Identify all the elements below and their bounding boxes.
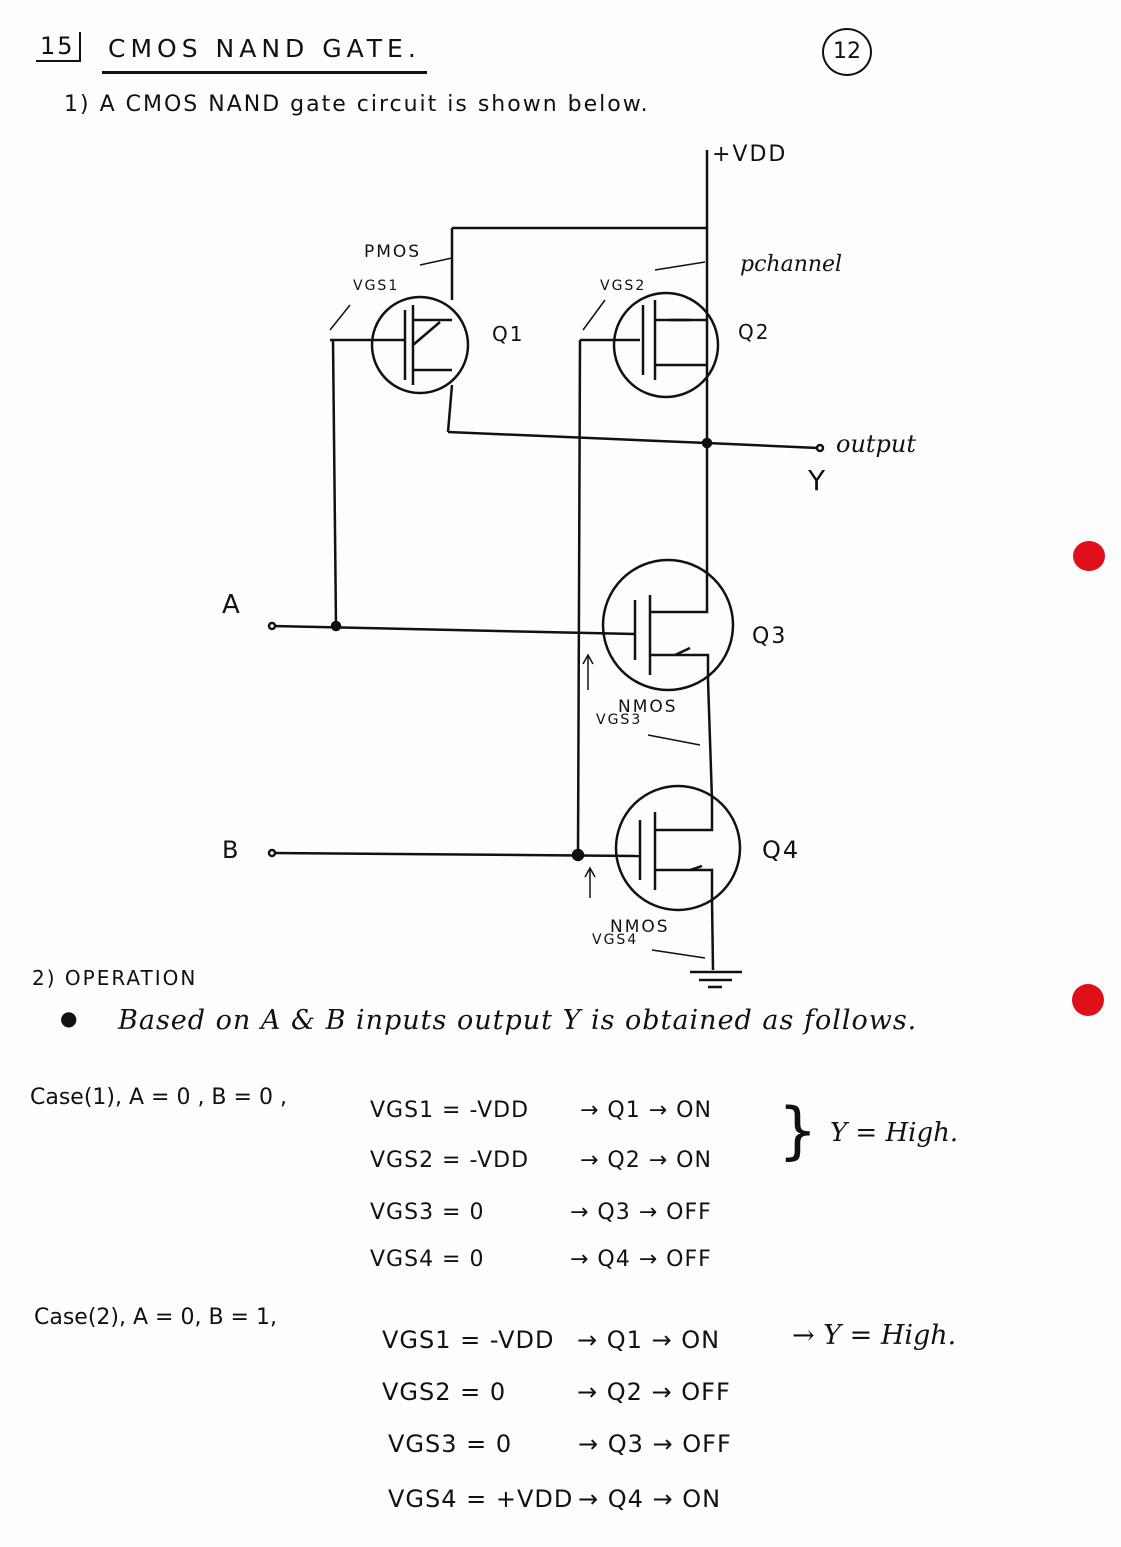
wires <box>271 150 819 989</box>
result: → Q4 → ON <box>578 1485 722 1513</box>
q3-label: Q3 <box>752 624 788 649</box>
input-b-label: B <box>222 836 241 864</box>
page-title: CMOS NAND GATE. <box>108 34 421 63</box>
nmos3-label: NMOS <box>618 697 678 717</box>
result: → Q3 → OFF <box>570 1200 712 1225</box>
hole-punch-mark <box>1073 541 1105 571</box>
equation: VGS3 = 0 <box>388 1430 513 1458</box>
annotation-arrows <box>329 257 706 959</box>
equation: VGS4 = +VDD <box>388 1485 574 1513</box>
pmos-label: PMOS <box>364 242 422 262</box>
input-a-label: A <box>222 590 242 620</box>
result: → Q1 → ON <box>580 1098 712 1123</box>
result: → Q2 → ON <box>580 1148 712 1173</box>
node-a <box>330 620 342 632</box>
q4-label: Q4 <box>762 836 801 864</box>
result: → Q2 → OFF <box>577 1378 731 1406</box>
result: → Q1 → ON <box>577 1326 721 1354</box>
node-b <box>571 848 585 862</box>
equation: VGS4 = 0 <box>370 1247 485 1272</box>
equation: VGS1 = -VDD <box>370 1098 530 1123</box>
equation: VGS1 = -VDD <box>382 1326 555 1354</box>
equation: VGS2 = -VDD <box>370 1148 530 1173</box>
equation: VGS3 = 0 <box>370 1200 485 1225</box>
vgs1-label: VGS1 <box>353 278 400 294</box>
bullet-icon: ● <box>60 1006 78 1030</box>
transistor-q3 <box>601 558 735 692</box>
case-2-output: → Y = High. <box>792 1320 957 1351</box>
q2-label: Q2 <box>738 320 771 344</box>
section-number: 15 <box>36 32 81 62</box>
vgs3-label: VGS3 <box>596 712 643 728</box>
vgs4-label: VGS4 <box>592 932 639 948</box>
node-output <box>701 437 713 449</box>
terminal-output <box>815 443 825 453</box>
terminal-b <box>267 848 277 858</box>
equation: VGS2 = 0 <box>382 1378 507 1406</box>
transistor-q4 <box>614 784 742 912</box>
page-number: 12 <box>822 28 872 76</box>
result: → Q3 → OFF <box>578 1430 732 1458</box>
brace: } <box>778 1094 818 1167</box>
y-label: Y <box>808 464 828 497</box>
operation-description: Based on A & B inputs output Y is obtain… <box>118 1005 918 1036</box>
case-1-label: Case(1), A = 0 , B = 0 , <box>30 1085 287 1110</box>
vgs2-label: VGS2 <box>600 278 647 294</box>
operation-heading: 2) OPERATION <box>32 966 198 990</box>
result: → Q4 → OFF <box>570 1247 712 1272</box>
nmos4-label: NMOS <box>610 917 670 937</box>
pchannel-label: pchannel <box>740 252 843 277</box>
transistor-q1 <box>370 295 470 395</box>
case-1-output: Y = High. <box>830 1118 959 1148</box>
vdd-label: +VDD <box>712 142 788 167</box>
title-underline <box>102 71 427 74</box>
case-2-label: Case(2), A = 0, B = 1, <box>34 1305 277 1330</box>
output-label: output <box>836 430 917 458</box>
intro-text: 1) A CMOS NAND gate circuit is shown bel… <box>64 92 650 117</box>
terminal-a <box>267 621 277 631</box>
q1-label: Q1 <box>492 322 525 346</box>
hole-punch-mark <box>1072 984 1104 1016</box>
transistor-q2 <box>612 291 720 399</box>
